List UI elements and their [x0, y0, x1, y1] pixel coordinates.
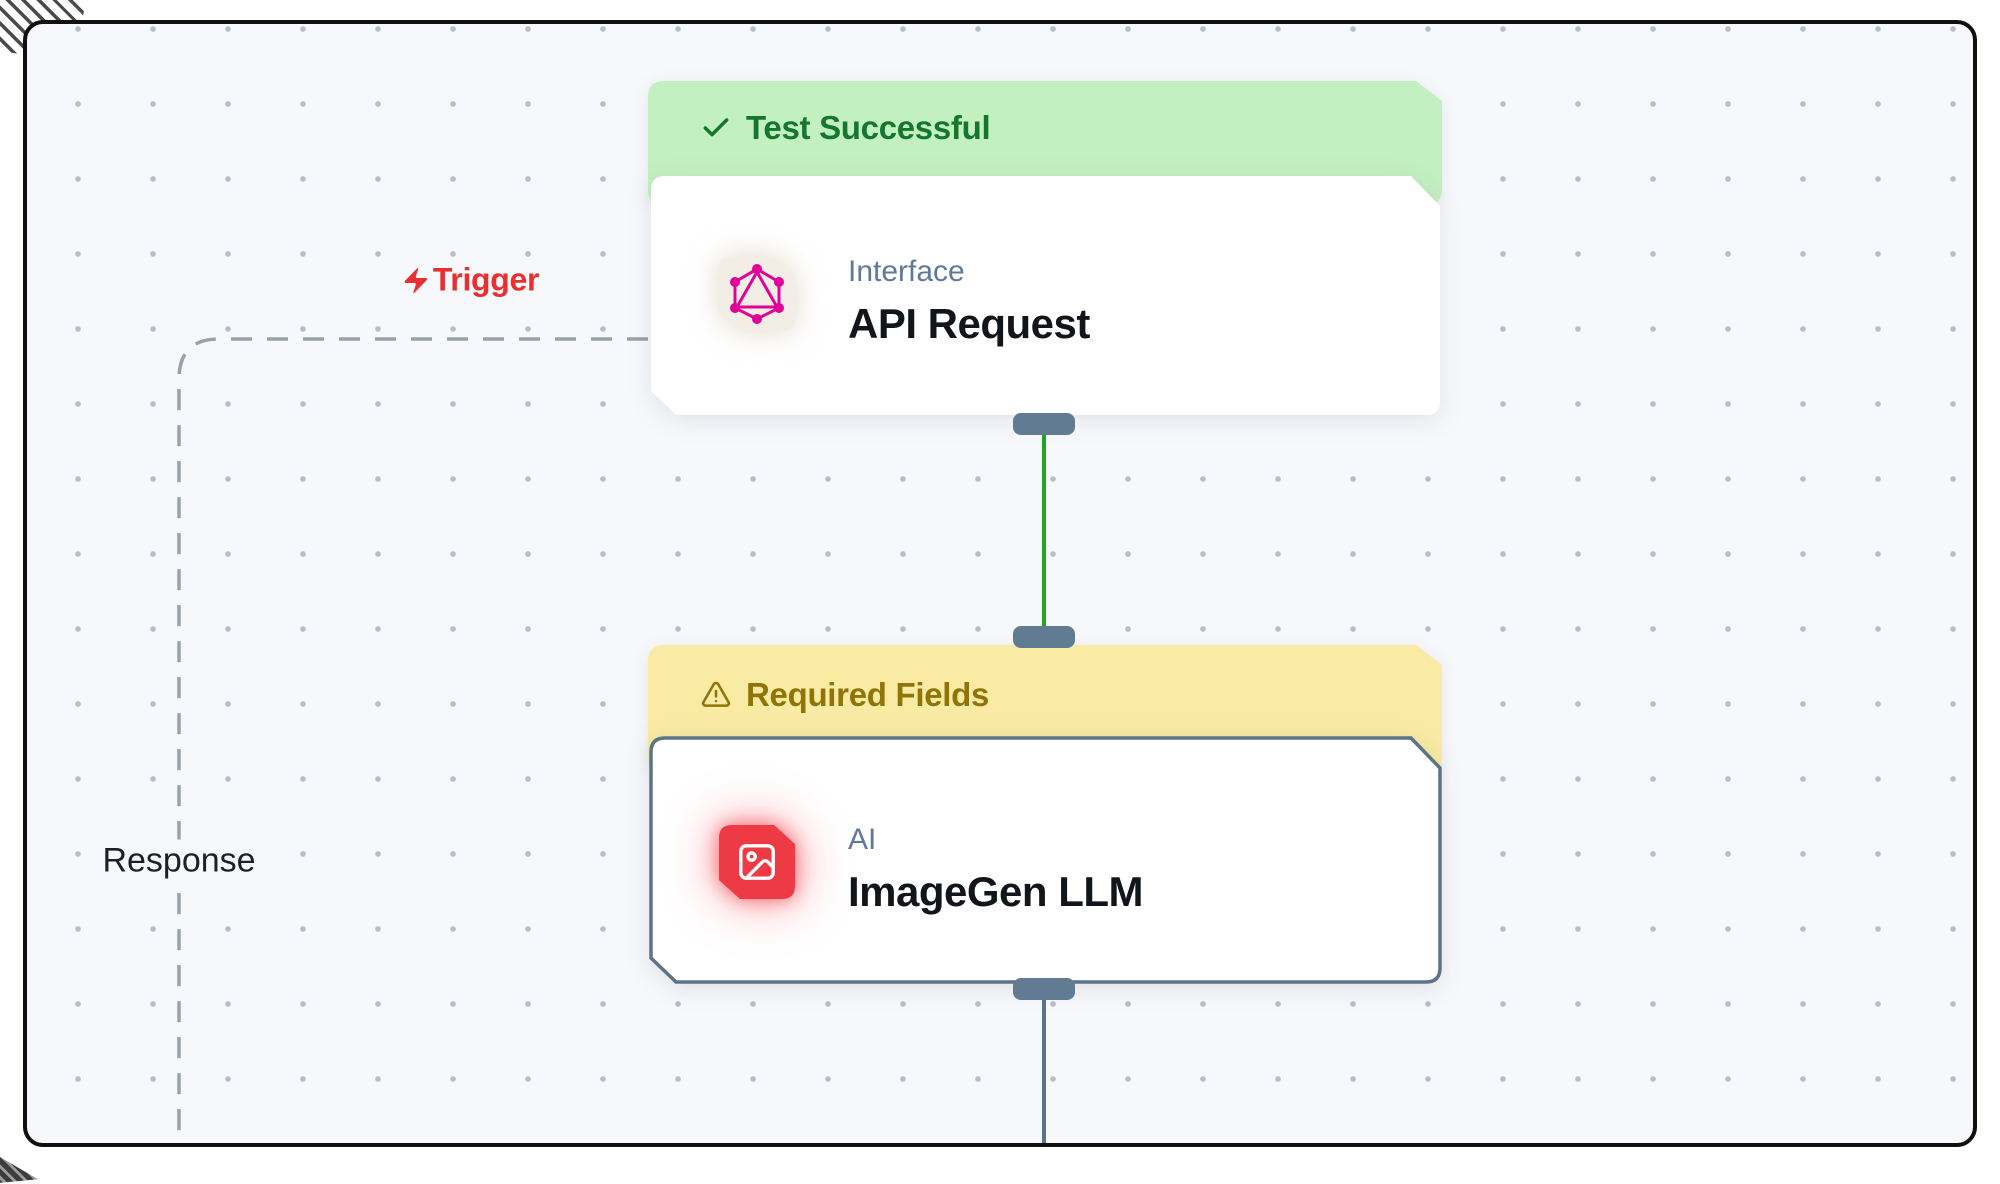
api-request-status-row: Test Successful	[700, 104, 991, 152]
trigger-edge-label: Trigger	[401, 262, 539, 299]
api-request-card[interactable]	[651, 176, 1440, 415]
imagegen-card[interactable]	[649, 736, 1442, 984]
check-icon	[703, 118, 729, 137]
canvas-shapes-layer	[177, 81, 1442, 1143]
image-icon	[719, 825, 795, 899]
trigger-label-text: Trigger	[432, 261, 540, 298]
api-request-status-banner	[648, 81, 1442, 205]
imagegen-input-port[interactable]	[1013, 626, 1075, 648]
corner-arrow-decoration	[0, 1148, 38, 1184]
warning-icon	[701, 681, 731, 707]
node-category: AI	[848, 823, 877, 856]
response-edge-label: Response	[94, 839, 264, 883]
response-label-text: Response	[102, 841, 256, 880]
api-request-labels: Interface API Request	[848, 252, 1090, 350]
node-category: Interface	[848, 255, 965, 288]
api-request-output-port[interactable]	[1013, 413, 1075, 435]
graphql-icon	[719, 257, 795, 331]
response-edge[interactable]	[177, 337, 648, 1143]
imagegen-output-port[interactable]	[1013, 978, 1075, 1000]
node-title: ImageGen LLM	[848, 868, 1144, 915]
lightning-bolt-icon	[404, 267, 428, 293]
status-banner-label: Test Successful	[746, 109, 991, 146]
status-banner-label: Required Fields	[746, 676, 990, 713]
imagegen-status-row: Required Fields	[700, 671, 989, 719]
imagegen-labels: AI ImageGen LLM	[848, 820, 1144, 918]
node-title: API Request	[848, 300, 1090, 347]
workflow-canvas[interactable]: Test Successful Interface API Request	[23, 20, 1977, 1147]
